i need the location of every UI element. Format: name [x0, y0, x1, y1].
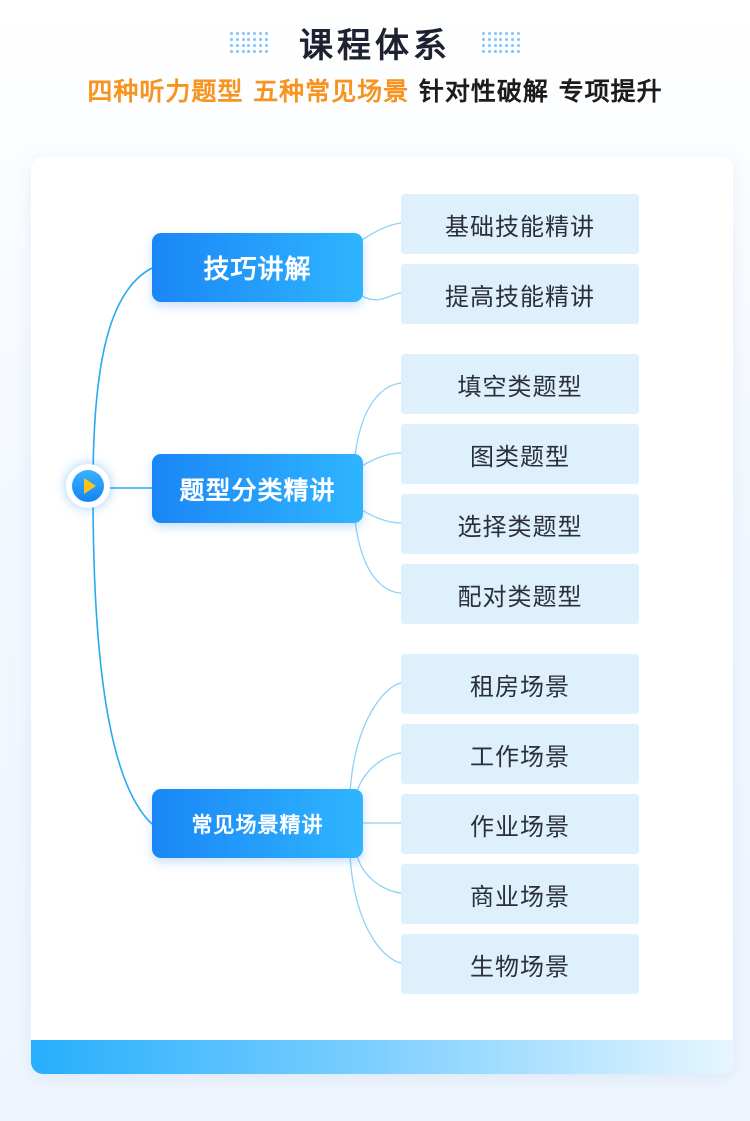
branch-node-question-types[interactable]: 题型分类精讲	[152, 454, 363, 523]
connector-b3-leaf-1	[349, 682, 402, 793]
connector-b3-leaf-5	[349, 855, 402, 964]
leaf-node[interactable]: 基础技能精讲	[401, 194, 639, 254]
root-node[interactable]	[66, 464, 110, 508]
leaf-node[interactable]: 选择类题型	[401, 494, 639, 554]
connector-root-branch-3	[92, 491, 153, 825]
connector-b2-leaf-4	[354, 519, 402, 594]
leaf-node[interactable]: 提高技能精讲	[401, 264, 639, 324]
connector-root-branch-1	[92, 267, 153, 487]
title-row: 课程体系	[0, 14, 750, 70]
card-bottom-bar	[31, 1040, 733, 1074]
play-icon	[72, 470, 104, 502]
leaf-node[interactable]: 商业场景	[401, 864, 639, 924]
page-subtitle: 四种听力题型 五种常见场景 针对性破解 专项提升	[0, 72, 750, 108]
leaf-node[interactable]: 生物场景	[401, 934, 639, 994]
subtitle-rest: 针对性破解 专项提升	[418, 77, 663, 106]
leaf-node[interactable]: 填空类题型	[401, 354, 639, 414]
connector-b1-leaf-1	[361, 222, 402, 241]
connector-b1-leaf-2	[361, 292, 402, 301]
leaf-node[interactable]: 工作场景	[401, 724, 639, 784]
branch-node-scenes[interactable]: 常见场景精讲	[152, 789, 363, 858]
branch-node-skills[interactable]: 技巧讲解	[152, 233, 363, 302]
connector-b3-leaf-4	[355, 851, 402, 894]
connector-b2-leaf-2	[361, 452, 402, 467]
leaf-node[interactable]: 图类题型	[401, 424, 639, 484]
subtitle-highlight: 四种听力题型 五种常见场景	[87, 77, 410, 106]
leaf-node[interactable]: 租房场景	[401, 654, 639, 714]
connector-b2-leaf-1	[354, 382, 402, 457]
connector-b3-leaf-2	[355, 752, 402, 797]
dots-decoration-left	[229, 30, 269, 54]
leaf-node[interactable]: 配对类题型	[401, 564, 639, 624]
leaf-node[interactable]: 作业场景	[401, 794, 639, 854]
connector-b2-leaf-3	[361, 509, 402, 524]
page-title: 课程体系	[299, 25, 451, 66]
dots-decoration-right	[481, 30, 521, 54]
